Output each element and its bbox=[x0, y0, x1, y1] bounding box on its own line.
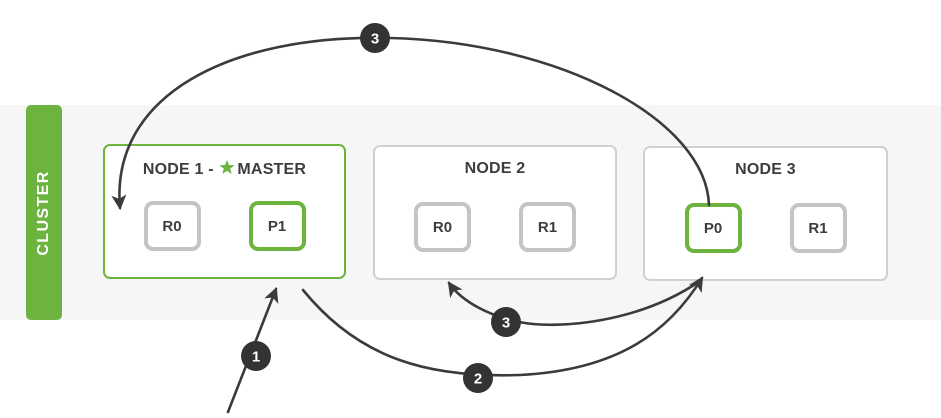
shard-node1-r0[interactable]: R0 bbox=[143, 201, 201, 251]
node-title-2: NODE 2 bbox=[375, 160, 615, 178]
cluster-label: CLUSTER bbox=[35, 169, 52, 256]
node-title-prefix-2: NODE 2 bbox=[464, 160, 526, 177]
node-box-1: NODE 1 - MASTER R0 P1 bbox=[103, 144, 346, 279]
shard-row-1: R0 P1 bbox=[105, 201, 344, 251]
node-title-prefix-1: NODE 1 - bbox=[142, 161, 219, 178]
step-badge-1: 1 bbox=[241, 341, 271, 371]
shard-node3-p0[interactable]: P0 bbox=[684, 203, 742, 253]
node-title-suffix-1: MASTER bbox=[237, 161, 307, 178]
master-star-icon bbox=[219, 160, 235, 174]
node-title-3: NODE 3 bbox=[645, 161, 886, 179]
node-box-3: NODE 3 P0 R1 bbox=[643, 146, 888, 281]
shard-node2-r0[interactable]: R0 bbox=[414, 202, 471, 252]
shard-row-3: P0 R1 bbox=[645, 203, 886, 253]
step-badge-2: 2 bbox=[463, 363, 493, 393]
node-title-prefix-3: NODE 3 bbox=[735, 161, 796, 178]
cluster-tab: CLUSTER bbox=[26, 105, 62, 320]
shard-node1-p1[interactable]: P1 bbox=[248, 201, 306, 251]
shard-node3-r1[interactable]: R1 bbox=[789, 203, 847, 253]
step-badge-3-top-text: 3 bbox=[371, 31, 379, 48]
shard-node2-r1[interactable]: R1 bbox=[519, 202, 576, 252]
step-badge-2-text: 2 bbox=[474, 371, 482, 388]
step-badge-3-top: 3 bbox=[360, 23, 390, 53]
node-box-2: NODE 2 R0 R1 bbox=[373, 145, 617, 280]
step-badge-1-text: 1 bbox=[252, 349, 260, 366]
shard-row-2: R0 R1 bbox=[375, 202, 615, 252]
node-title-1: NODE 1 - MASTER bbox=[105, 159, 344, 179]
